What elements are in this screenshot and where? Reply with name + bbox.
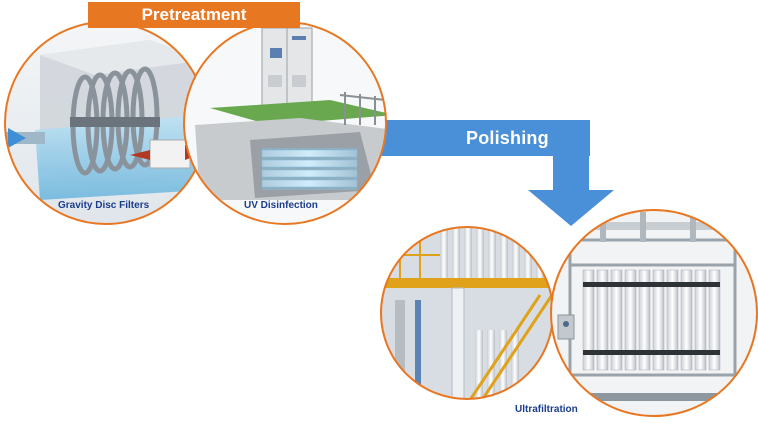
polishing-label: Polishing [466,128,549,148]
polishing-arrow [380,120,614,226]
uv-disinfection-illustration [183,21,387,225]
ultrafiltration-caption: Ultrafiltration [515,404,578,415]
ultrafiltration-plant-illustration [380,226,554,400]
gravity-disc-filters-caption: Gravity Disc Filters [58,200,150,211]
gravity-disc-filter-illustration [4,21,208,225]
uv-disinfection-caption: UV Disinfection [244,200,318,211]
pretreatment-banner: Pretreatment [88,2,300,28]
ultrafiltration-rack-illustration [550,209,758,417]
